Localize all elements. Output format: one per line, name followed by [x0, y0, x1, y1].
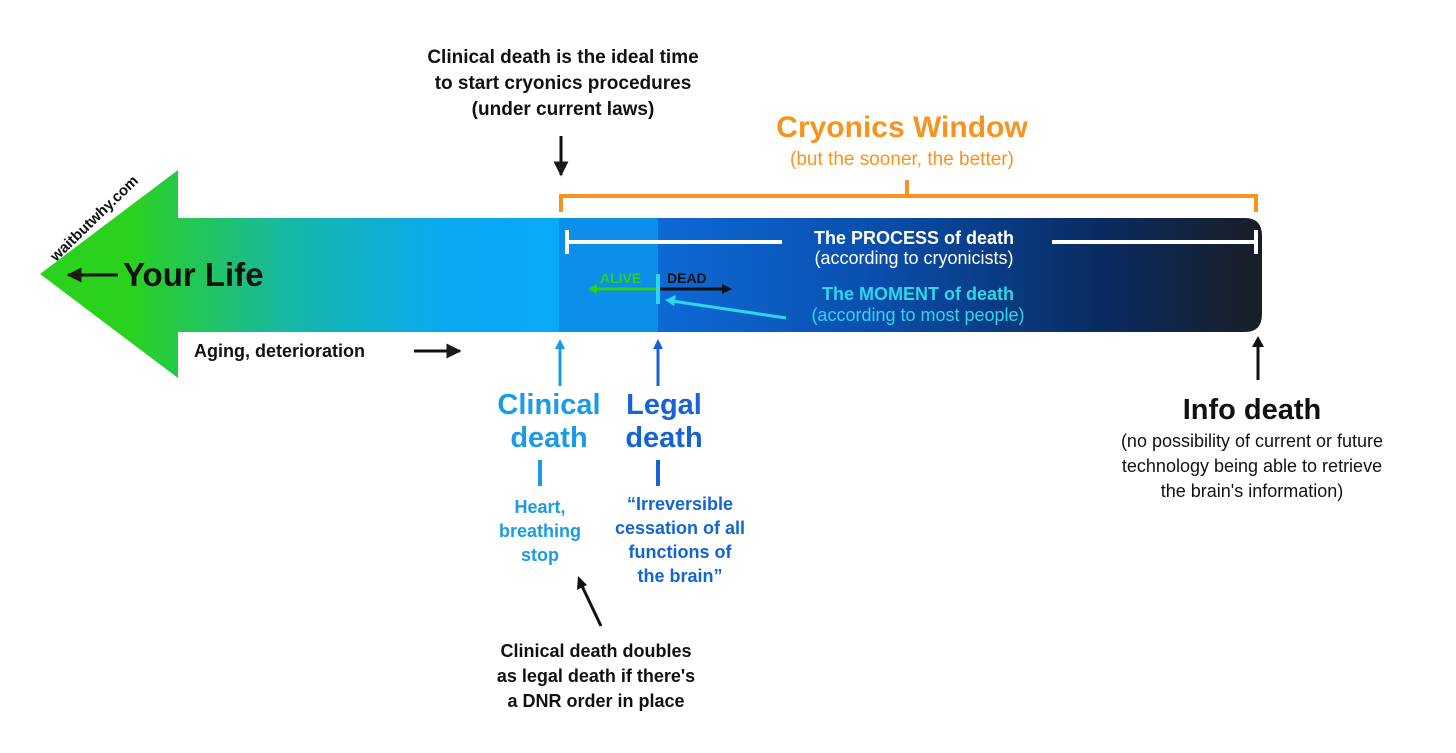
clinical-zone: [559, 218, 659, 332]
bottom-note-arrow: [580, 585, 603, 627]
info-death-desc: (no possibility of current or future: [1121, 431, 1383, 451]
legal-death-title: Legal: [626, 389, 702, 421]
info-death-arrowhead: [1252, 336, 1264, 347]
moment-of-death-subtitle: (according to most people): [811, 305, 1024, 325]
legal-death-title: death: [625, 422, 702, 454]
info-death-desc: the brain's information): [1161, 481, 1344, 501]
moment-pointer-head: [665, 295, 676, 306]
top-note-line: Clinical death is the ideal time: [427, 47, 698, 68]
process-bracket: [565, 230, 1258, 254]
clinical-death-title: Clinical: [497, 389, 600, 421]
clinical-death-desc: stop: [521, 545, 559, 565]
top-note: Clinical death is the ideal time to star…: [427, 47, 698, 120]
legal-death-desc: cessation of all: [615, 518, 745, 538]
legal-death-desc: the brain”: [637, 566, 722, 586]
cryonics-window-title: Cryonics Window: [776, 111, 1028, 144]
life-arrow: [40, 170, 560, 378]
legal-death-desc: functions of: [629, 542, 733, 562]
dead-arrowhead: [722, 284, 732, 294]
process-of-death-title: The PROCESS of death: [814, 228, 1014, 248]
bottom-note-arrowhead: [577, 576, 587, 590]
top-note-line: (under current laws): [472, 99, 655, 120]
legal-death-desc: “Irreversible: [627, 494, 733, 514]
clinical-death-desc: Heart,: [514, 497, 565, 517]
aging-label: Aging, deterioration: [194, 341, 365, 361]
your-life-label: Your Life: [123, 256, 264, 293]
top-note-line: to start cryonics procedures: [435, 73, 692, 94]
clinical-death-title: death: [510, 422, 587, 454]
alive-arrowhead: [588, 284, 597, 294]
info-death-desc: technology being able to retrieve: [1122, 456, 1382, 476]
moment-pointer: [671, 299, 787, 320]
cryonics-window-bracket: [559, 180, 1258, 212]
clinical-death-desc: breathing: [499, 521, 581, 541]
bottom-note-line: a DNR order in place: [507, 691, 684, 711]
bottom-note-line: Clinical death doubles: [500, 641, 691, 661]
process-of-death-subtitle: (according to cryonicists): [814, 248, 1013, 268]
bottom-note-line: as legal death if there's: [497, 666, 695, 686]
cryonics-window-subtitle: (but the sooner, the better): [790, 149, 1014, 170]
clinical-arrowhead: [555, 339, 565, 349]
dead-label: DEAD: [667, 270, 707, 286]
death-process-bar: [658, 218, 1262, 332]
moment-of-death-title: The MOMENT of death: [822, 284, 1014, 304]
alive-label: ALIVE: [600, 270, 641, 286]
legal-arrowhead: [653, 339, 663, 349]
info-death-title: Info death: [1183, 394, 1322, 426]
